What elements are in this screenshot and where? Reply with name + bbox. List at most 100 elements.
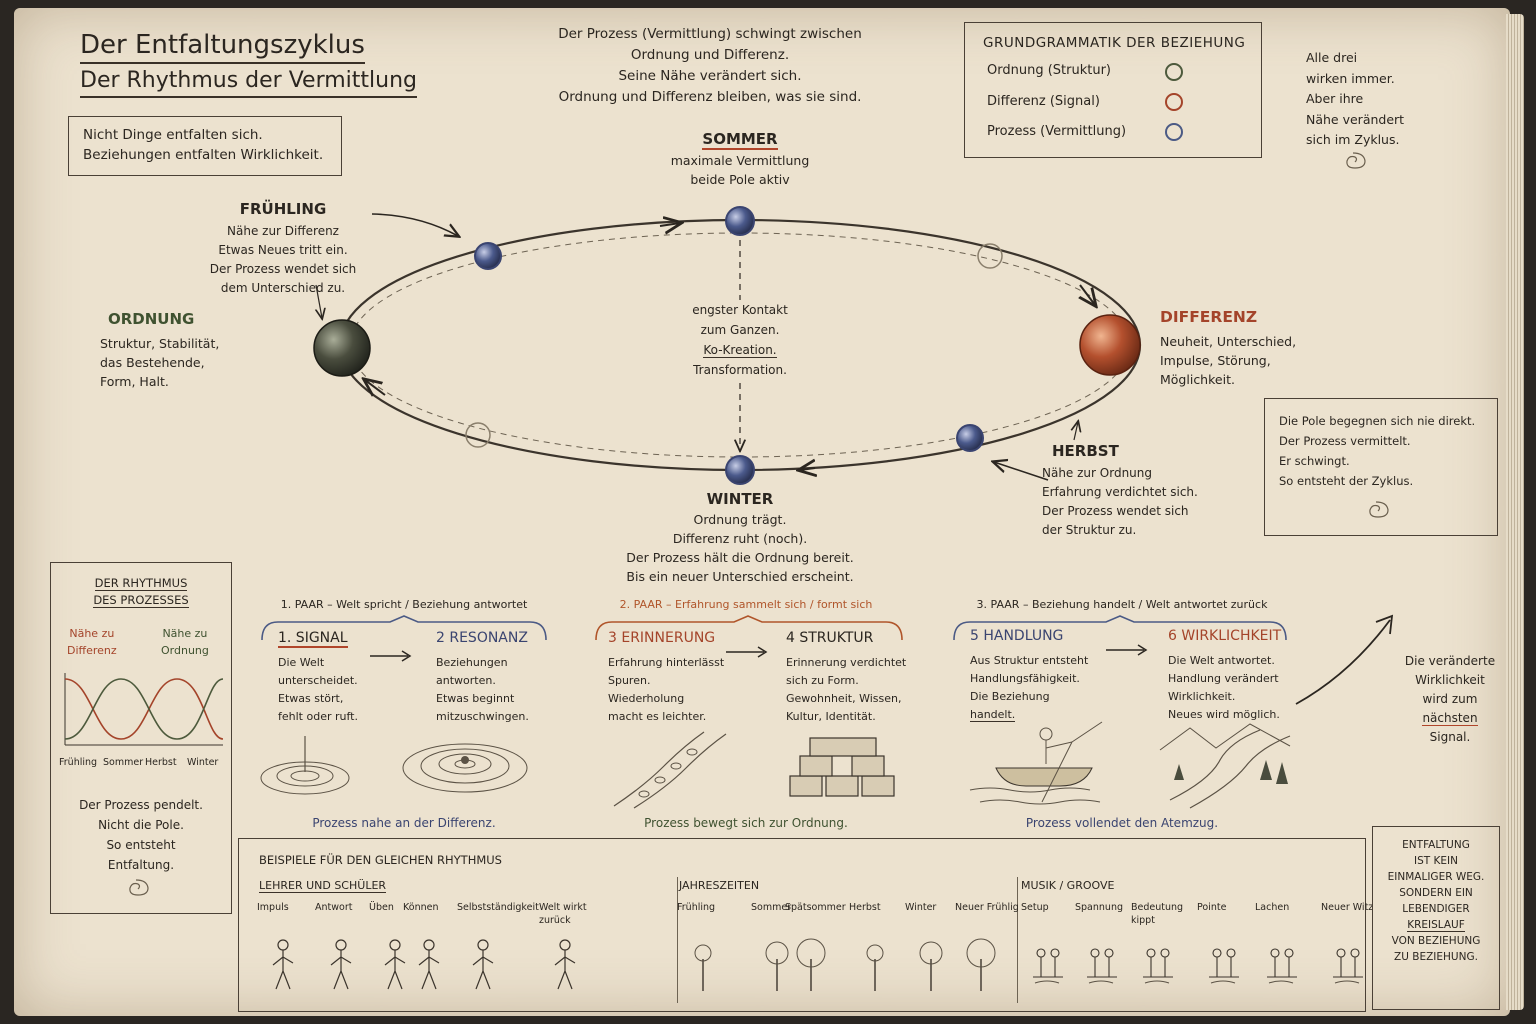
intro-line: Nicht Dinge entfalten sich.: [83, 127, 263, 143]
erinnerung-to-struktur-arrow: [726, 646, 768, 658]
side-note-line: Nähe verändert: [1306, 111, 1405, 127]
sommer-line: beide Pole aktiv: [690, 172, 790, 187]
herbst-small-arrow: [1074, 422, 1078, 441]
tree-icon: [866, 944, 884, 991]
pair-3-header: 3. PAAR – Beziehung handelt / Welt antwo…: [976, 598, 1268, 611]
grammar-item-prozess: Prozess (Vermittlung): [987, 124, 1127, 139]
person-icon: [554, 939, 576, 990]
empty-orbit-position-icon: [465, 422, 491, 448]
person-icon: [418, 939, 440, 990]
person-icon: [330, 939, 352, 990]
pair-3-footer: Prozess vollendet den Atemzug.: [1025, 816, 1219, 830]
signal-to-resonanz-arrow: [370, 650, 412, 662]
ordnung-pole-icon: [313, 319, 371, 377]
fruehling-pointer-arrow: [371, 213, 458, 236]
ordnung-title: ORDNUNG: [108, 310, 195, 328]
example-item-label: Üben: [369, 902, 394, 913]
orbit-arrow: [659, 223, 680, 226]
rhythm-wave-chart: [64, 673, 224, 746]
side-note-line: sich im Zyklus.: [1306, 132, 1400, 147]
orbit-arrow: [1080, 284, 1095, 305]
differenz-line: Impulse, Störung,: [1160, 353, 1271, 368]
spiral-icon: [1346, 152, 1366, 169]
example-item-label: Lachen: [1255, 902, 1290, 913]
winter-process-icon: [725, 455, 755, 485]
examples-divider: [1017, 877, 1019, 1003]
herbst-line: Erfahrung verdichtet sich.: [1042, 485, 1198, 499]
ordnung-line: Struktur, Stabilität,: [100, 336, 220, 351]
example-item-label: Spannung: [1075, 902, 1123, 913]
handlung-title: 5 HANDLUNG: [970, 628, 1064, 644]
sommer-line: maximale Vermittlung: [670, 153, 810, 168]
top-note-line: Seine Nähe verändert sich.: [618, 68, 802, 84]
herbst-line: Der Prozess wendet sich: [1042, 504, 1189, 518]
person-icon: [472, 939, 494, 990]
spiral-icon: [129, 879, 149, 896]
top-note-line: Ordnung und Differenz bleiben, was sie s…: [558, 89, 862, 105]
example-item-label: Neuer Witz: [1321, 902, 1374, 913]
orbit-arrow: [365, 380, 386, 395]
ordnung-line: Form, Halt.: [100, 374, 169, 389]
fruehling-label: FRÜHLING Nähe zur Differenz Etwas Neues …: [198, 200, 368, 298]
center-line: zum Ganzen.: [700, 323, 780, 337]
example-group-title-jahreszeiten: JAHRESZEITEN: [679, 879, 760, 892]
pair-2-header: 2. PAAR – Erfahrung sammelt sich / formt…: [619, 598, 873, 611]
orbit-arrow: [800, 468, 815, 470]
differenz-label: DIFFERENZ Neuheit, Unterschied, Impulse,…: [1160, 308, 1296, 389]
title-line-2: Der Rhythmus der Vermittlung: [80, 68, 417, 98]
fruehling-title: FRÜHLING: [239, 200, 327, 218]
intro-line: Beziehungen entfalten Wirklichkeit.: [83, 147, 324, 163]
performer-icon: [1333, 948, 1363, 984]
winter-title: WINTER: [706, 490, 774, 508]
winter-line: Ordnung trägt.: [693, 512, 787, 527]
grammar-box: GRUNDGRAMMATIK DER BEZIEHUNG Ordnung (St…: [964, 22, 1262, 158]
center-line: Ko-Kreation.: [703, 343, 777, 358]
differenz-color-icon: [1165, 93, 1183, 111]
differenz-line: Möglichkeit.: [1160, 372, 1235, 387]
example-item-label: Bedeutung kippt: [1131, 902, 1184, 926]
prozess-color-icon: [1165, 123, 1183, 141]
sommer-process-icon: [725, 206, 755, 236]
top-note-line: Der Prozess (Vermittlung) schwingt zwisc…: [558, 26, 862, 42]
herbst-pointer-arrow: [994, 462, 1049, 481]
fruehling-line: dem Unterschied zu.: [220, 281, 346, 295]
example-item-label: Setup: [1021, 902, 1049, 913]
performer-icon: [1033, 948, 1063, 984]
tree-icon: [919, 941, 943, 991]
example-item-label: Neuer Frühlig: [955, 902, 1019, 913]
ripple-illustration: [260, 736, 528, 795]
example-item-label: Herbst: [849, 902, 881, 913]
next-cycle-arrow: [1295, 614, 1394, 705]
performer-icon: [1143, 948, 1173, 984]
example-group-title-lehrer: LEHRER UND SCHÜLER: [259, 879, 387, 893]
side-note-line: wirken immer.: [1306, 70, 1395, 86]
title-line-1: Der Entfaltungszyklus: [80, 30, 365, 64]
pair-2-footer: Prozess bewegt sich zur Ordnung.: [644, 816, 848, 830]
grammar-title: GRUNDGRAMMATIK DER BEZIEHUNG: [983, 35, 1246, 51]
herbst-process-icon: [956, 424, 984, 452]
winter-label: WINTER Ordnung trägt. Differenz ruht (no…: [600, 490, 880, 586]
example-item-label: Spätsommer: [785, 902, 846, 913]
performer-icon: [1209, 948, 1239, 984]
example-item-label: Pointe: [1197, 902, 1227, 913]
ordnung-line: das Bestehende,: [100, 355, 205, 370]
performer-icon: [1087, 948, 1117, 984]
rhythm-note: Der Prozess pendelt.Nicht die Pole.So en…: [79, 798, 203, 872]
winter-line: Bis ein neuer Unterschied erscheint.: [626, 569, 854, 584]
boat-and-landscape-illustration: [969, 721, 1291, 809]
center-line: engster Kontakt: [692, 303, 788, 317]
pair-3-bracket: [953, 615, 1287, 641]
differenz-title: DIFFERENZ: [1160, 308, 1258, 326]
example-item-label: Sommer: [751, 902, 792, 913]
example-item-label: Antwort: [315, 902, 353, 913]
poles-note-line: So entsteht der Zyklus.: [1279, 474, 1414, 488]
tree-icon: [796, 938, 826, 991]
